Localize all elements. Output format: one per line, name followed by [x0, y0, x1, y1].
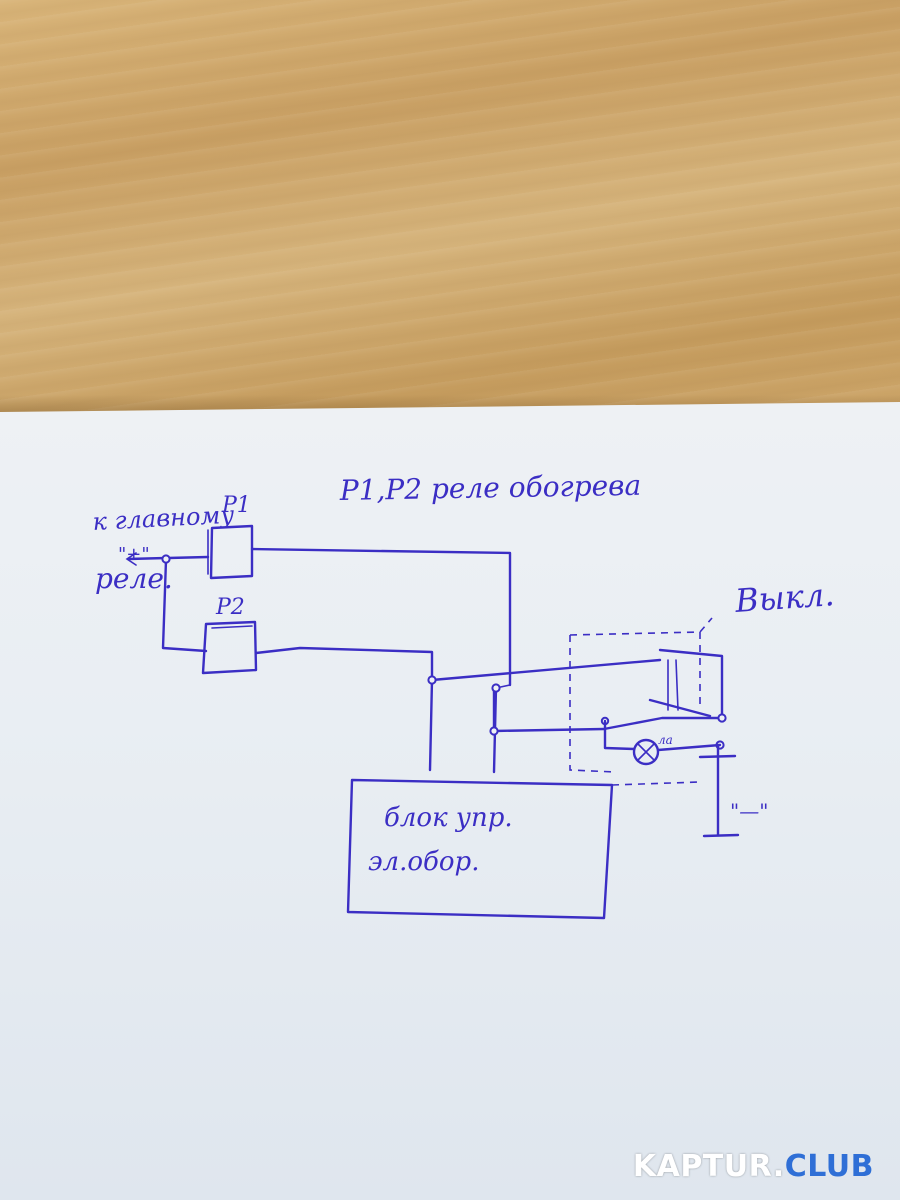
watermark-part1: KAPTUR. — [632, 1148, 785, 1184]
switch-housing — [569, 617, 713, 786]
label-to-main-relay-1: к главному — [92, 501, 235, 536]
wire-to-switch-bottom — [492, 716, 724, 733]
relay-p2 — [201, 620, 258, 675]
junction-2 — [491, 683, 501, 693]
label-to-main-relay-2: реле. — [95, 562, 173, 595]
wooden-table — [0, 0, 900, 420]
p1-output-wire — [250, 547, 512, 687]
label-relays-note: Р1,Р2 реле обогрева — [339, 469, 642, 507]
label-plus-terminal: "+" — [118, 544, 150, 565]
wire-to-control-unit-1 — [428, 678, 434, 772]
switch-contacts — [648, 648, 727, 750]
lamp-indicator — [603, 719, 722, 766]
control-unit-box — [346, 778, 614, 920]
label-control-unit-1: блок упр. — [384, 803, 513, 833]
label-relay-p2: Р2 — [215, 595, 245, 620]
label-control-unit-2: эл.обор. — [368, 847, 479, 877]
plus-input-arrow — [125, 552, 168, 566]
wire-to-switch-top — [430, 658, 662, 682]
label-switch: Выкл. — [733, 575, 836, 620]
label-lamp: ла — [658, 733, 673, 747]
junction-3 — [489, 726, 499, 736]
junction-1 — [427, 675, 437, 685]
relay-p1 — [207, 524, 254, 580]
ground-line — [698, 743, 740, 838]
watermark-part2: CLUB — [784, 1148, 874, 1184]
label-relay-p1: Р1 — [221, 493, 251, 518]
site-watermark: KAPTUR.CLUB — [633, 1146, 874, 1186]
feed-wire-p2 — [161, 558, 208, 653]
junction-plus — [161, 554, 171, 564]
p2-output-wire — [254, 646, 434, 682]
feed-wire-p1 — [166, 555, 210, 560]
label-minus-terminal: "—" — [730, 799, 768, 823]
paper-sheet — [0, 402, 900, 1200]
wood-grain — [0, 0, 900, 420]
